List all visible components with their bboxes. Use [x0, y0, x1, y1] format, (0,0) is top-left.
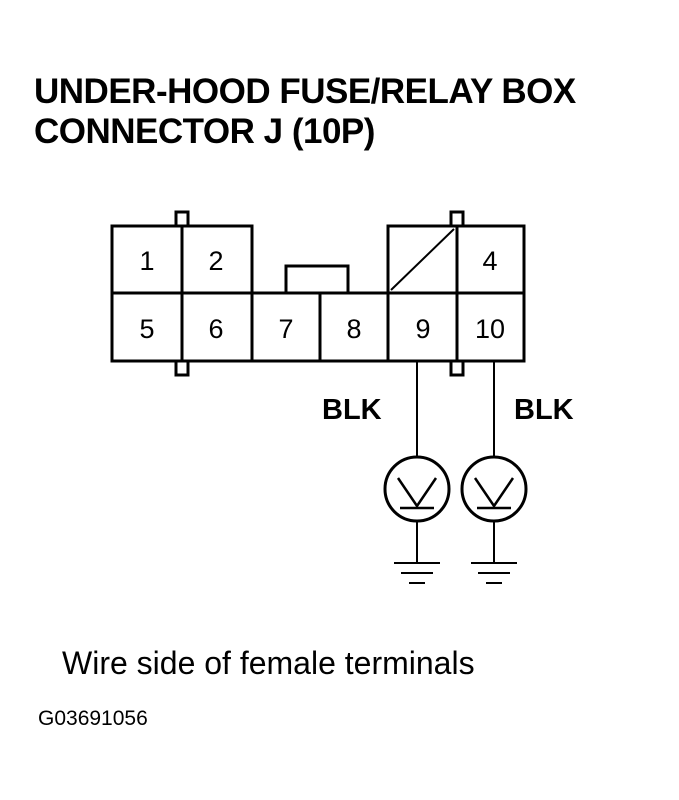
wire-color-label-9: BLK — [322, 394, 382, 426]
diagram-caption: Wire side of female terminals — [62, 645, 475, 681]
terminal-7-label: 7 — [278, 314, 293, 344]
terminal-1-label: 1 — [139, 246, 154, 276]
ground-check-symbol-9 — [383, 455, 451, 562]
wire-color-label-10: BLK — [514, 394, 574, 426]
terminal-2-label: 2 — [208, 246, 223, 276]
terminal-4-label: 4 — [482, 246, 497, 276]
locking-tab — [284, 264, 350, 295]
ground-check-symbol-10 — [460, 455, 528, 562]
diagram-title-line-2: CONNECTOR J (10P) — [34, 112, 375, 151]
diagram-title-line-1: UNDER-HOOD FUSE/RELAY BOX — [34, 72, 576, 111]
terminal-10-label: 10 — [475, 314, 505, 344]
figure-code: G03691056 — [38, 707, 148, 730]
ground-icon-10 — [471, 562, 517, 584]
terminal-9-label: 9 — [415, 314, 430, 344]
unused-cavity-mark — [390, 228, 455, 291]
cavity-dividers — [180, 226, 459, 361]
terminal-5-label: 5 — [139, 314, 154, 344]
terminal-8-label: 8 — [346, 314, 361, 344]
alignment-pins — [174, 210, 465, 377]
terminal-6-label: 6 — [208, 314, 223, 344]
ground-icon-9 — [394, 562, 440, 584]
